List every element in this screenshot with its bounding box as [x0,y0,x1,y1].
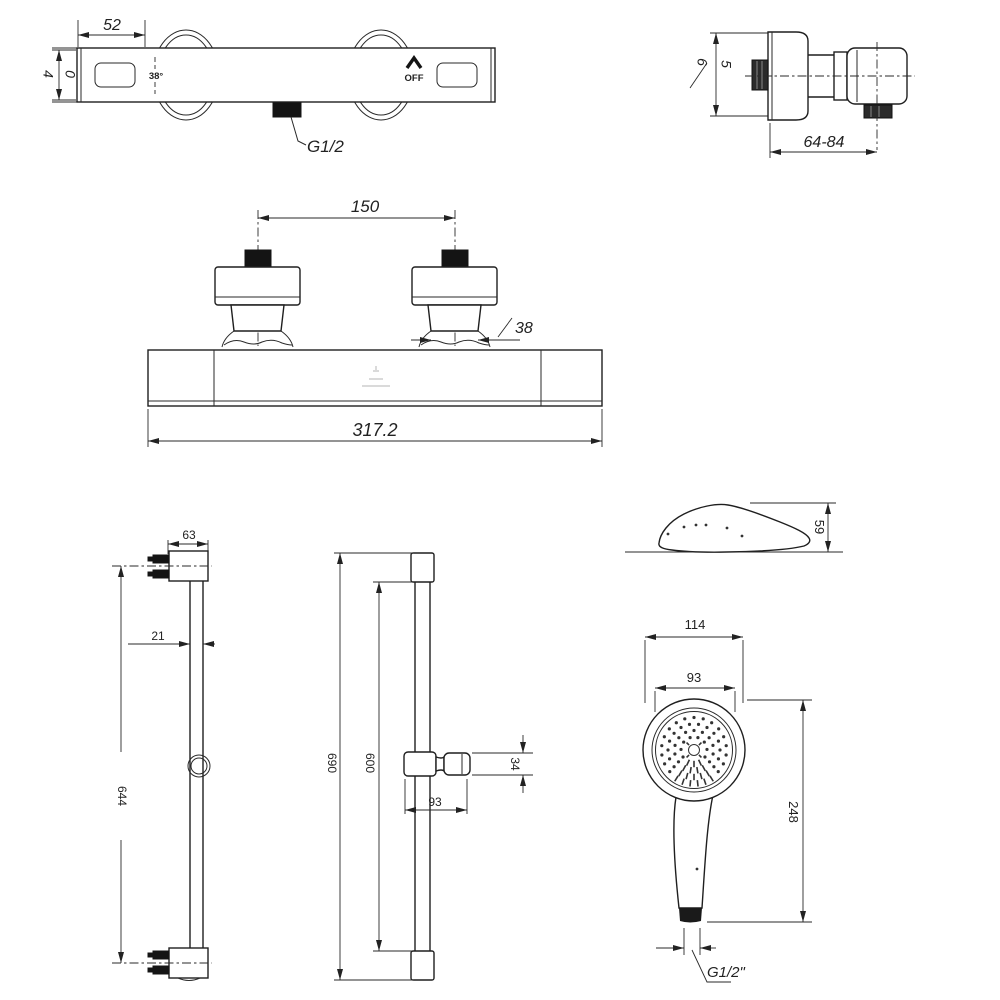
dim-tube-length-label: 600 [363,753,377,773]
dim-bracket-depth-label: 63 [182,528,196,542]
mixer-bar-body [76,47,496,103]
handshower-head-side [658,503,811,553]
brand-watermark [362,366,390,387]
dim-head-height-label: 59 [812,520,827,534]
dim-holder-width-label: 93 [428,795,442,809]
handle-left [94,62,136,88]
thermostat-side-view: 6 5 64-84 [689,31,915,158]
dim-height-digit1: 4 [41,70,57,78]
union-left [214,249,301,348]
handle-thread-cap [679,908,702,923]
dim-projection-label: 64-84 [804,134,845,151]
handle-right [436,62,478,88]
dim-cap-width-label: 52 [103,17,121,34]
handshower-side-view: 59 [625,502,843,553]
temp-38-label: 38° [149,71,164,82]
chevron-up-icon [405,55,423,69]
rail-side-view: 63 21 644 [112,528,215,981]
union-right [411,249,498,348]
dim-face-label: 93 [687,670,701,685]
plate-dim-digit2: 5 [719,60,735,68]
dim-height-digit2: 0 [63,70,79,78]
spray-face-rim [651,707,737,793]
handshower-head-front [642,698,746,802]
outlet-thread-label: G1/2 [307,137,344,156]
glide-ring [187,754,211,778]
dim-rail-overall-label: 690 [325,753,339,773]
plate-dim-digit1: 6 [695,58,711,66]
dim-bracket-centers-label: 644 [115,786,129,806]
handshower-front-view: 114 93 248 G1/2" [642,617,812,983]
dim-length-label: 248 [786,801,801,823]
slider-holder [403,751,471,777]
dim-head-width-label: 114 [685,617,706,632]
thread-size-label: G1/2" [707,964,746,981]
handshower-handle [673,794,714,909]
spray-nozzle-pattern [660,715,728,787]
thermostat-top-view: 150 38 [147,197,603,447]
dim-centers-label: 150 [351,197,380,216]
dim-overall-label: 317.2 [352,420,397,440]
outlet-connector [272,102,302,118]
rail-front-view: 690 600 93 34 [325,552,533,981]
rail-cap-bottom [410,950,435,981]
off-label: OFF [405,73,424,84]
thermostat-front-view: 52 4 0 38° OFF G1/2 [41,17,496,156]
rail-cap-top [410,552,435,583]
wall-union-thread [751,59,769,91]
dim-holder-height-label: 34 [508,757,522,771]
hose-outlet-thread [863,104,893,119]
dim-union-label: 38 [515,320,533,337]
dim-tube-label: 21 [151,629,165,643]
